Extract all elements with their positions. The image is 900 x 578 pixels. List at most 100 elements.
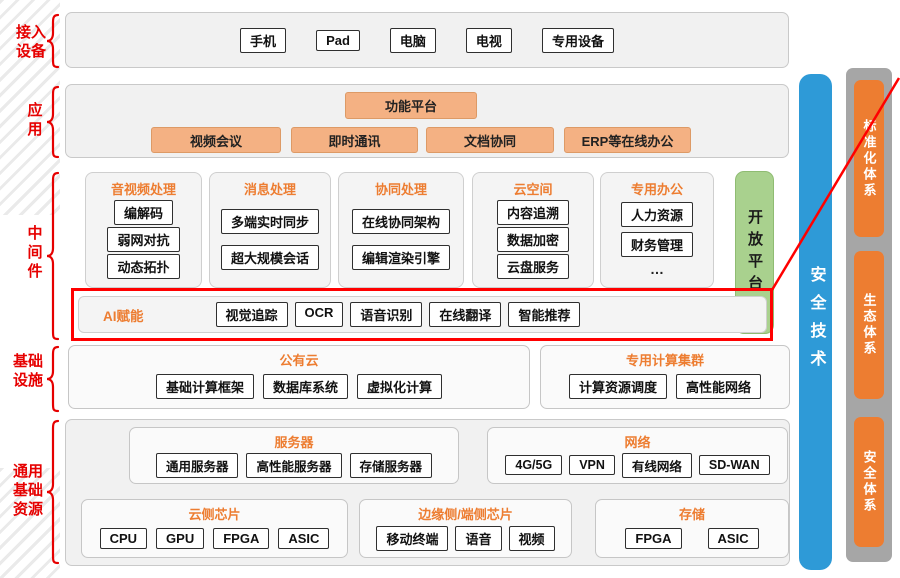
group-title: 云侧芯片 (188, 507, 241, 522)
layer-label-infrastructure: 基础 设施 (12, 353, 43, 389)
resource-item: ASIC (278, 527, 330, 549)
resource-item: 有线网络 (621, 452, 692, 478)
middleware-group-audio-video: 音视频处理 编解码 弱网对抗 动态拓扑 (85, 172, 202, 288)
systems-panel: 标准化体系 生态体系 安全体系 (846, 68, 892, 562)
app-erp-online-office: ERP等在线办公 (564, 127, 691, 153)
middleware-group-message: 消息处理 多端实时同步 超大规模会话 (209, 172, 331, 288)
middleware-item: 财务管理 (620, 231, 693, 257)
resource-item: 语音 (455, 525, 502, 551)
open-platform-label: 开放平台 (746, 208, 763, 297)
layer-label-middleware: 中 间 件 (27, 225, 43, 280)
app-document-collaboration: 文档协同 (426, 127, 554, 153)
infra-item: 虚拟化计算 (357, 374, 443, 399)
device-dedicated: 专用设备 (541, 27, 614, 53)
access-brace-icon (46, 13, 60, 69)
group-title: 专用计算集群 (625, 353, 704, 368)
group-title: 公有云 (279, 353, 319, 368)
group-title: 边缘侧/端侧芯片 (418, 507, 513, 522)
middleware-item: 弱网对抗 (107, 227, 180, 252)
resources-edge-chips: 边缘侧/端侧芯片 移动终端 语音 视频 (359, 499, 572, 558)
resource-item: CPU (99, 527, 148, 549)
device-pad: Pad (316, 29, 360, 51)
infra-item: 基础计算框架 (155, 374, 254, 399)
middleware-item: 超大规模会话 (220, 245, 319, 270)
security-technology-bar: 安全技术 (799, 74, 832, 570)
device-computer: 电脑 (389, 27, 436, 53)
infrastructure-brace-icon (46, 345, 60, 413)
application-section: 功能平台 视频会议 即时通讯 文档协同 ERP等在线办公 (65, 84, 789, 158)
middleware-item: 在线协同架构 (351, 209, 450, 234)
resource-item: GPU (156, 527, 205, 549)
middleware-item: 多端实时同步 (220, 209, 319, 234)
resource-item: 存储服务器 (349, 452, 433, 478)
resources-section: 服务器 通用服务器 高性能服务器 存储服务器 网络 4G/5G VPN 有线网络… (65, 419, 790, 566)
middleware-item: 内容追溯 (496, 200, 569, 225)
resource-item: ASIC (707, 527, 759, 549)
group-title: 音视频处理 (110, 182, 176, 197)
middleware-item: 动态拓扑 (107, 254, 180, 279)
corner-hatch-decoration (0, 0, 60, 215)
middleware-group-cloud-space: 云空间 内容追溯 数据加密 云盘服务 (472, 172, 594, 288)
resource-item: 视频 (508, 525, 555, 551)
app-video-conference: 视频会议 (151, 127, 281, 153)
group-title: 网络 (624, 435, 651, 450)
infra-item: 数据库系统 (262, 374, 348, 399)
middleware-item: 云盘服务 (496, 254, 569, 279)
system-label: 生态体系 (861, 293, 877, 357)
resource-item: 通用服务器 (155, 452, 239, 478)
resources-storage: 存储 FPGA ASIC (595, 499, 789, 558)
middleware-group-collaboration: 协同处理 在线协同架构 编辑渲染引擎 (338, 172, 464, 288)
app-instant-messaging: 即时通讯 (291, 127, 418, 153)
resources-brace-icon (46, 419, 60, 565)
layer-label-access: 接入 设备 (15, 24, 46, 60)
infra-item: 高性能网络 (676, 374, 762, 399)
middleware-group-dedicated-office: 专用办公 人力资源 财务管理 … (600, 172, 714, 288)
group-title: 消息处理 (243, 182, 296, 197)
system-label: 安全体系 (861, 450, 877, 514)
system-ecosystem: 生态体系 (854, 251, 884, 399)
function-platform-box: 功能平台 (345, 92, 477, 119)
group-title: 服务器 (274, 435, 314, 450)
resource-item: SD-WAN (698, 455, 770, 475)
infra-public-cloud: 公有云 基础计算框架 数据库系统 虚拟化计算 (68, 345, 530, 409)
middleware-brace-icon (46, 171, 60, 341)
layer-label-resources: 通用 基础 资源 (12, 463, 43, 518)
app-brace-icon (46, 85, 60, 159)
middleware-item: 人力资源 (620, 202, 693, 228)
group-title: 协同处理 (374, 182, 427, 197)
corner-hatch-decoration (0, 468, 60, 578)
middleware-item: 编辑渲染引擎 (351, 245, 450, 270)
ai-label: AI赋能 (103, 308, 144, 324)
system-label: 标准化体系 (861, 118, 877, 199)
resources-network: 网络 4G/5G VPN 有线网络 SD-WAN (487, 427, 788, 484)
ai-item-visual-tracking: 视觉追踪 (215, 302, 288, 327)
ai-item-ocr: OCR (294, 302, 344, 327)
access-devices-section: 手机 Pad 电脑 电视 专用设备 (65, 12, 789, 68)
layer-label-app: 应 用 (27, 102, 43, 138)
resource-item: 高性能服务器 (246, 452, 342, 478)
group-title: 云空间 (513, 182, 553, 197)
system-security: 安全体系 (854, 417, 884, 547)
middleware-item-ellipsis: … (650, 260, 664, 277)
device-phone: 手机 (240, 27, 287, 53)
resource-item: 移动终端 (376, 525, 449, 551)
system-standardization: 标准化体系 (854, 80, 884, 237)
security-technology-label: 安全技术 (807, 266, 825, 378)
resource-item: FPGA (625, 527, 682, 549)
middleware-item: 数据加密 (496, 227, 569, 252)
infra-dedicated-cluster: 专用计算集群 计算资源调度 高性能网络 (540, 345, 790, 409)
group-title: 存储 (678, 507, 705, 522)
resource-item: VPN (569, 455, 615, 475)
device-tv: 电视 (465, 27, 512, 53)
ai-empowerment-row: AI赋能 视觉追踪 OCR 语音识别 在线翻译 智能推荐 (78, 296, 767, 333)
middleware-item: 编解码 (113, 200, 173, 225)
resource-item: 4G/5G (505, 455, 563, 475)
group-title: 专用办公 (630, 182, 683, 197)
infra-item: 计算资源调度 (568, 374, 667, 399)
resources-cloud-chips: 云侧芯片 CPU GPU FPGA ASIC (81, 499, 348, 558)
ai-item-smart-recommendation: 智能推荐 (508, 302, 581, 327)
resources-servers: 服务器 通用服务器 高性能服务器 存储服务器 (129, 427, 459, 484)
resource-item: FPGA (213, 527, 270, 549)
ai-item-speech-recognition: 语音识别 (350, 302, 423, 327)
